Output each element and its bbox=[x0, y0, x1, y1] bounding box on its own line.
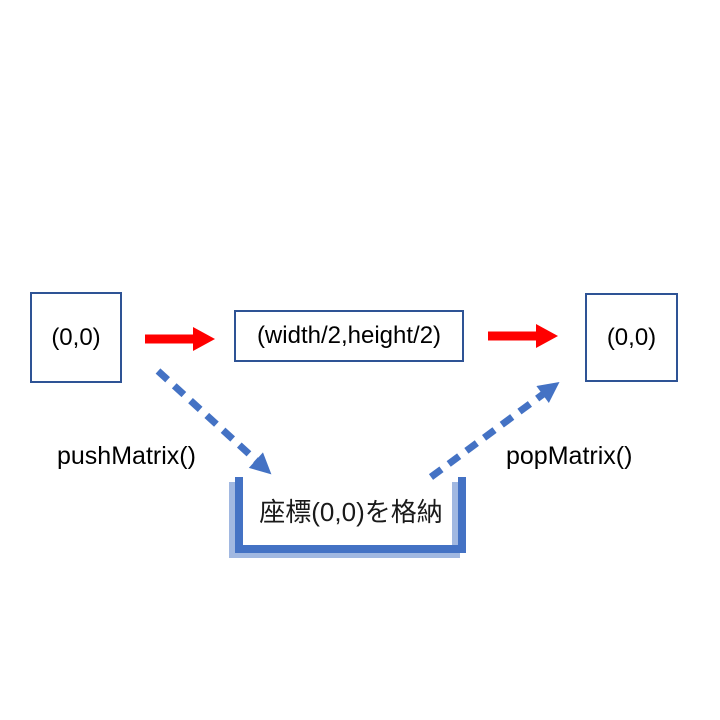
solid-arrow-left-to-middle bbox=[145, 327, 215, 351]
origin-start-box: (0,0) bbox=[30, 292, 122, 383]
solid-arrow-middle-to-right bbox=[488, 324, 558, 348]
dashed-arrow-push bbox=[155, 368, 272, 475]
solid-arrow-shaft bbox=[488, 331, 537, 341]
solid-arrow-head bbox=[536, 324, 558, 348]
pop-matrix-label: popMatrix() bbox=[506, 442, 633, 470]
dashed-arrow-pop bbox=[428, 382, 560, 480]
stack-store-label: 座標(0,0)を格納 bbox=[259, 497, 443, 527]
origin-start-label: (0,0) bbox=[51, 323, 101, 351]
solid-arrow-shaft bbox=[145, 334, 194, 344]
push-matrix-label: pushMatrix() bbox=[57, 442, 196, 470]
origin-restored-label: (0,0) bbox=[606, 323, 657, 351]
solid-arrow-head bbox=[193, 327, 215, 351]
stack-bracket-shadow bbox=[229, 482, 460, 558]
origin-restored-box: (0,0) bbox=[585, 293, 678, 382]
translated-label: (width/2,height/2) bbox=[256, 322, 442, 349]
stack-bracket bbox=[235, 477, 466, 553]
translated-box: (width/2,height/2) bbox=[234, 310, 464, 362]
